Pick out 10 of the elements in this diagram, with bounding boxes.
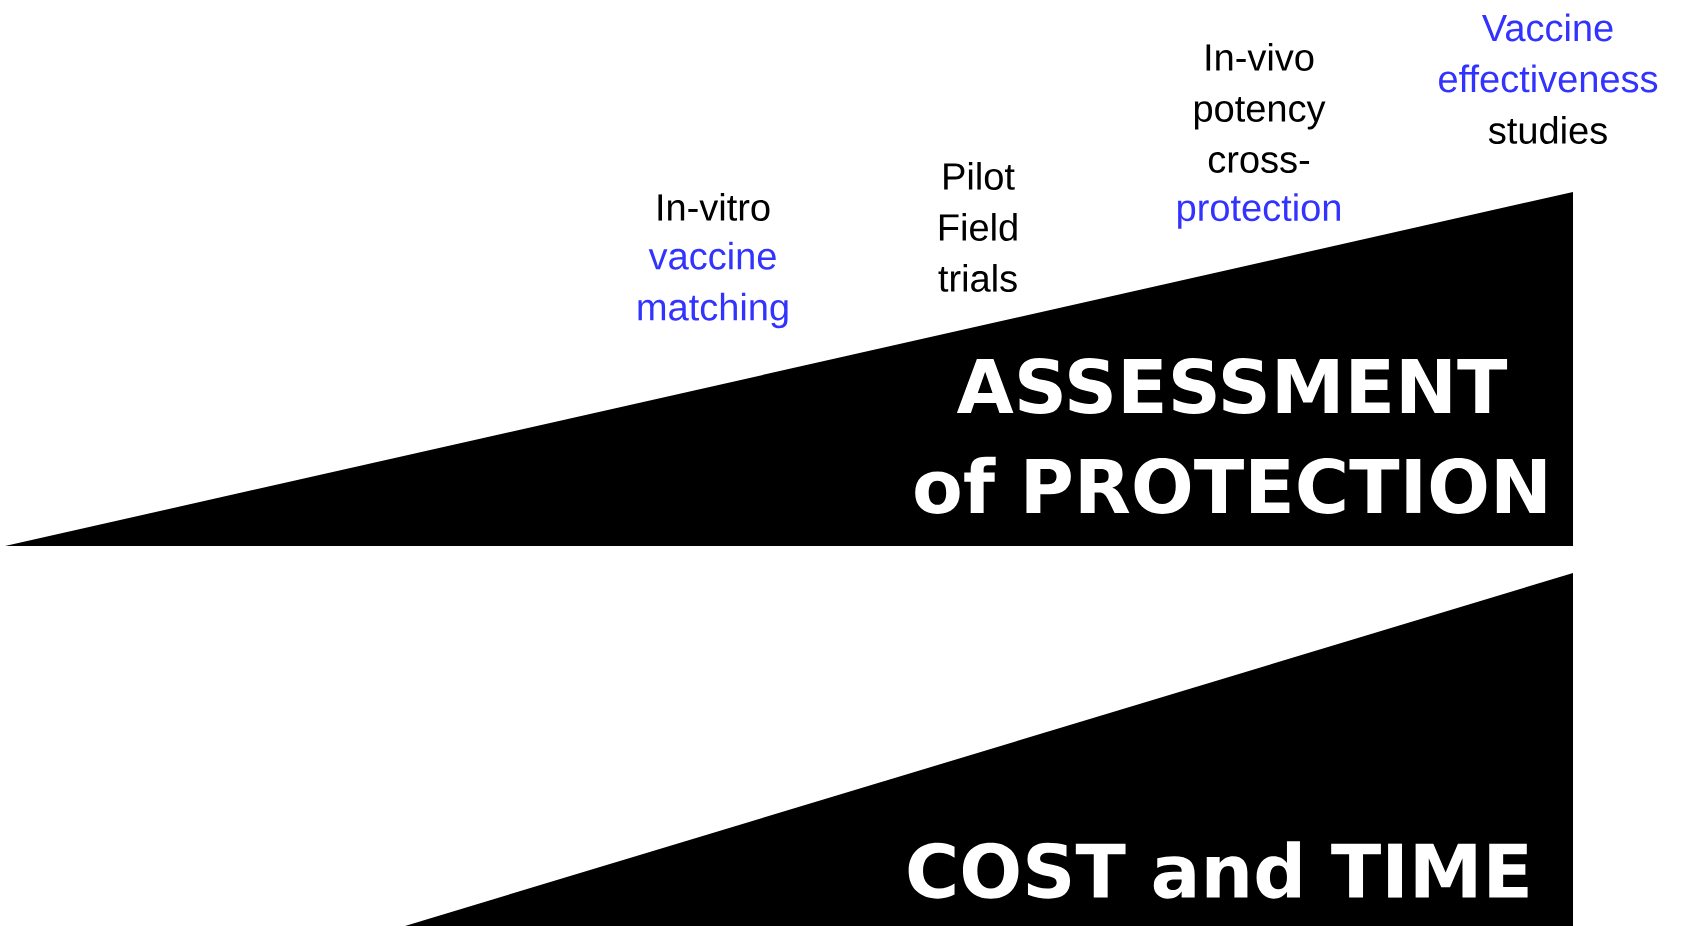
triangle (5, 192, 1573, 546)
heading: COST and TIME (908, 841, 1528, 899)
label: protection (1178, 193, 1340, 229)
label: Pilot Field trials (938, 162, 1017, 292)
label: vaccine matching (638, 241, 788, 329)
label: Vaccine effectiveness (1439, 13, 1658, 93)
heading: ASSESSMENT of PROTECTION (915, 358, 1546, 514)
label: In-vitro (658, 193, 770, 221)
label: studies (1488, 116, 1607, 144)
triangle (405, 573, 1573, 926)
